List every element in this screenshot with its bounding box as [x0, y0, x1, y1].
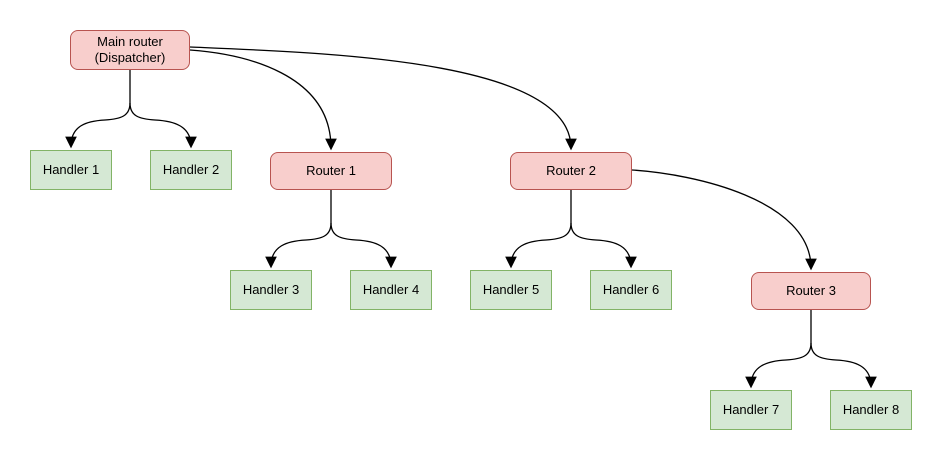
edge-main-router-to-router-1 [189, 49, 337, 151]
node-handler-5: Handler 5 [470, 270, 552, 310]
node-handler-2-label: Handler 2 [162, 162, 220, 177]
node-handler-5-label: Handler 5 [482, 282, 540, 297]
node-handler-4: Handler 4 [350, 270, 432, 310]
node-handler-2: Handler 2 [150, 150, 232, 190]
edge-main-router-to-handler-1 [65, 102, 131, 149]
node-handler-1: Handler 1 [30, 150, 112, 190]
node-router-1-label: Router 1 [306, 163, 356, 178]
edge-router-2-to-handler-5 [505, 222, 572, 269]
edge-main-router-to-handler-2 [129, 102, 197, 149]
edge-router-2-to-router-3 [631, 169, 817, 271]
node-main-router: Main router (Dispatcher) [70, 30, 190, 70]
node-handler-7: Handler 7 [710, 390, 792, 430]
edge-router-2-to-handler-6 [570, 222, 637, 269]
node-handler-6: Handler 6 [590, 270, 672, 310]
edge-router-1-to-handler-3 [265, 222, 332, 269]
node-handler-3: Handler 3 [230, 270, 312, 310]
edge-router-3-to-handler-8 [810, 342, 877, 389]
node-handler-8-label: Handler 8 [842, 402, 900, 417]
edge-router-1-to-handler-4 [330, 222, 397, 269]
node-router-3-label: Router 3 [786, 283, 836, 298]
node-router-2: Router 2 [510, 152, 632, 190]
node-router-1: Router 1 [270, 152, 392, 190]
edge-main-router-to-router-2 [189, 46, 577, 151]
node-router-2-label: Router 2 [546, 163, 596, 178]
node-handler-4-label: Handler 4 [362, 282, 420, 297]
node-main-router-label: Main router (Dispatcher) [94, 34, 166, 65]
node-handler-6-label: Handler 6 [602, 282, 660, 297]
node-handler-8: Handler 8 [830, 390, 912, 430]
node-router-3: Router 3 [751, 272, 871, 310]
node-handler-3-label: Handler 3 [242, 282, 300, 297]
edge-router-3-to-handler-7 [745, 342, 812, 389]
node-handler-7-label: Handler 7 [722, 402, 780, 417]
node-handler-1-label: Handler 1 [42, 162, 100, 177]
